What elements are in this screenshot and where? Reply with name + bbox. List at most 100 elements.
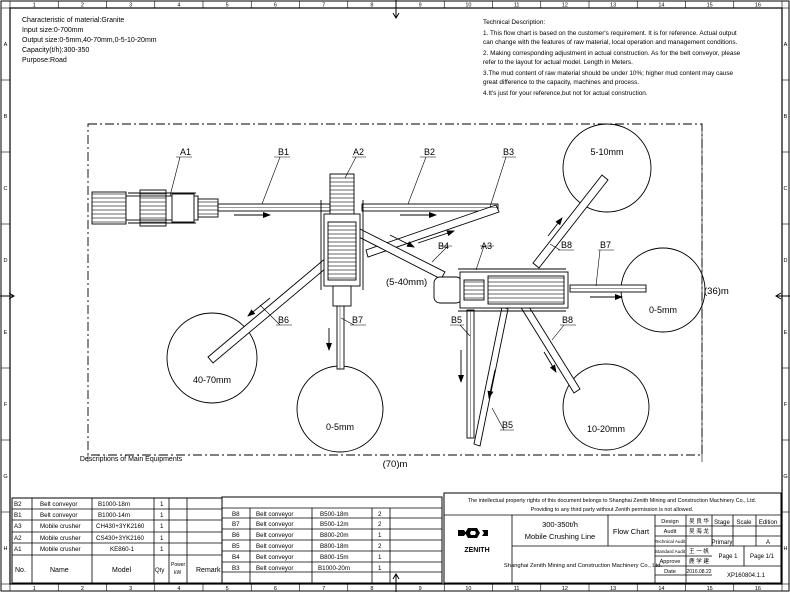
a2-cone [329,173,355,217]
sig-approve: 鹿 学 建 [689,557,709,565]
date-value: 2016.08.22 [686,569,711,575]
technical-line: 2. Making corresponding adjustment in ac… [483,50,741,57]
header-remark: Remark [196,567,221,574]
column-number: 6 [274,3,277,9]
zenith-logo-text: ZENITH [464,547,489,554]
header-name: Name [50,567,69,574]
stockpile-labels: 5-10mm 0-5mm 40-70mm 0-5mm 10-20mm [193,147,677,434]
cell-model: B500-12m [320,521,349,528]
column-number: 9 [419,586,422,592]
pile-label: 10-20mm [587,424,625,434]
cell-name: Belt conveyor [40,501,78,508]
crusher-a1 [91,189,219,227]
sig-standard-audit: 王 一 帆 [689,547,709,555]
conveyors [207,174,647,447]
drawing-type: Flow Chart [613,527,650,536]
table-row: B2 Belt conveyor B1000-18m 1 [14,501,164,508]
cell-no: B7 [232,521,240,528]
cell-qty: 1 [378,532,382,539]
column-number: 9 [419,3,422,9]
label-a1: A1 [180,147,191,157]
label-b5-right: B5 [502,420,513,430]
label-b8-lower: B8 [562,315,573,325]
stockpile-10-20mm [562,363,650,451]
technical-heading: Technical Description: [483,19,545,26]
page-count: Page 1/1 [750,554,775,560]
role-standard-audit: Standard Audit [655,549,686,554]
a2-screen [327,221,357,281]
crusher-a2 [320,173,364,307]
table-row: B3 Belt conveyor B1000-20m 1 [232,565,382,572]
cell-no: B2 [14,501,22,508]
arrow-b5-right [487,369,496,399]
project-capacity: 300-350t/h [542,520,578,529]
material-characteristics: Characteristic of material:Granite Input… [22,17,157,64]
arrow-b6 [247,297,271,317]
purpose: Purpose:Road [22,57,67,64]
company-name: Shanghai Zenith Mining and Construction … [504,563,663,569]
a1-jaw [171,193,195,223]
label-b8-upper: B8 [561,240,572,250]
cell-name: Mobile crusher [40,535,81,542]
column-number: 3 [129,3,132,9]
column-number: 8 [370,3,373,9]
cell-no: A1 [14,546,22,553]
crusher-a3 [433,268,569,312]
row-letter: E [4,330,8,336]
a1-engine [139,189,167,227]
technical-description: Technical Description: 1. This flow char… [483,19,741,97]
ip-notice: The intellectual property rights of this… [468,498,756,513]
column-number: 10 [465,586,471,592]
a1-tracks [128,192,196,224]
column-number: 8 [370,586,373,592]
header-power: Power [171,562,186,568]
dim-line-width [87,455,703,462]
column-number: 5 [226,586,229,592]
cell-model: B500-18m [320,511,349,518]
cell-qty: 2 [378,521,382,528]
cell-no: B8 [232,511,240,518]
equipment-right-rows: B8 Belt conveyor B500-18m 2 B7 Belt conv… [232,511,382,572]
center-mark-left [0,292,15,300]
label-b5-left: B5 [451,315,462,325]
title-block-text: 300-350t/h Mobile Crushing Line Flow Cha… [504,517,777,579]
cell-no: B1 [14,512,22,519]
pile-label: 40-70mm [193,375,231,385]
cell-model: B1000-20m [318,565,350,572]
stage-header: Stage [714,520,730,526]
edition-header: Edition [759,520,777,526]
ip-line-2: Providing to any third party without Zen… [531,507,693,513]
label-b3: B3 [503,147,514,157]
label-a3: A3 [481,241,492,251]
a3-drive [463,279,485,301]
equipment-table-title: Descriptions of Main Equipments [80,456,183,463]
cell-name: Mobile crusher [40,546,81,553]
equipment-table-headers: No. Name Model Qty Power kW Remark [15,562,221,576]
role-approve: Approve [660,559,681,565]
table-row: B7 Belt conveyor B500-12m 2 [232,521,382,528]
table-row: B1 Belt conveyor B1000-14m 1 [14,512,164,519]
stockpile-5-10mm [562,123,652,213]
row-letter: A [4,42,8,48]
row-letter: D [4,258,8,264]
label-b6: B6 [278,315,289,325]
arrow-b3 [417,230,455,244]
cell-no: B5 [232,543,240,550]
row-letter: G [783,474,787,480]
row-letter: C [4,186,8,192]
a2-tail [332,285,352,307]
site-boundary [87,123,703,456]
row-letter: H [4,546,8,552]
conveyor-b8-upper [532,174,609,269]
dimensions [87,124,703,462]
callout-leaders [169,156,614,431]
cell-model: B800-20m [320,532,349,539]
table-row: A2 Mobile crusher CS430+3YK2160 1 [14,535,164,542]
technical-line: great difference to the capacity, machin… [483,79,639,86]
sig-design: 吴 良 华 [689,517,709,525]
technical-line: refer to the layout for actual model. Le… [483,59,633,66]
characteristic-title: Characteristic of material:Granite [22,17,124,24]
table-row: B4 Belt conveyor B800-15m 1 [232,554,382,561]
cell-qty: 1 [378,565,382,572]
